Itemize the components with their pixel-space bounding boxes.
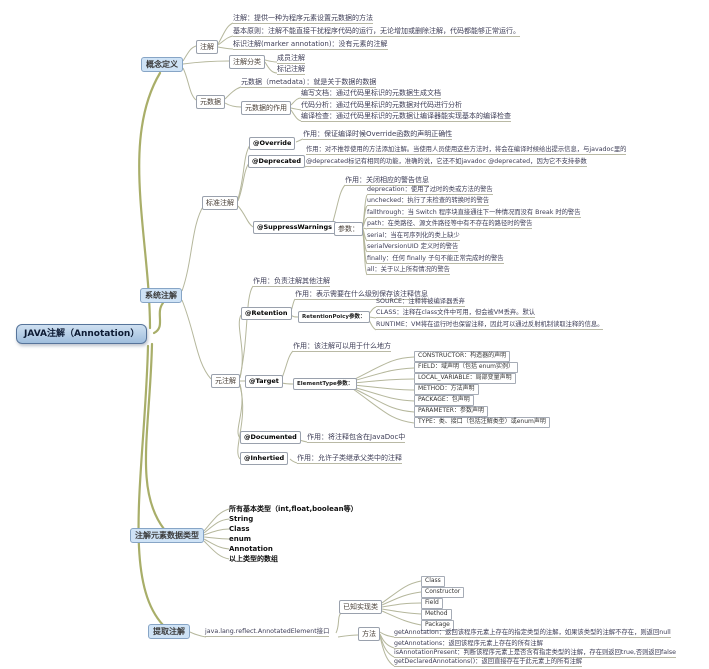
leaf-method-getdeclaredannotations[interactable]: getDeclaredAnnotations()：返回直接存在于此元素上的所有注… [394,658,583,668]
leaf-elementtype-localvariable[interactable]: LOCAL_VARIABLE：局部变量声明 [414,373,516,384]
topic-extract[interactable]: 提取注解 [148,624,190,640]
leaf-param-finally[interactable]: finally：任何 finally 子句不能正常完成时的警告 [367,255,504,265]
leaf-impl-class[interactable]: Class [421,576,445,587]
node-inherited[interactable]: @Inhertied [240,452,289,466]
leaf-elementtype-package[interactable]: PACKAGE：包声明 [414,395,474,406]
leaf-metadata-definition[interactable]: 元数据（metadata）：就是关于数据的数据 [241,78,377,88]
node-suppresswarnings[interactable]: @SuppressWarnings [253,221,337,235]
node-annotation-classify[interactable]: 注解分类 [229,55,265,70]
leaf-annotation-principle[interactable]: 基本原则：注解不能直接干扰程序代码的运行，无论增加或删除注解，代码都能够正常运行… [233,27,520,37]
node-metadata-usage[interactable]: 元数据的作用 [241,101,291,116]
leaf-usage-doc[interactable]: 编写文档：通过代码里标识的元数据生成文档 [301,89,441,99]
node-metadata[interactable]: 元数据 [196,95,225,110]
node-meta-annotation[interactable]: 元注解 [211,374,240,389]
leaf-retention-desc[interactable]: 作用：表示需要在什么级别保存该注释信息 [295,290,428,300]
leaf-param-unchecked[interactable]: unchecked：执行了未检查的转换时的警告 [367,197,490,207]
leaf-method-getannotations[interactable]: getAnnotations：返回该程序元素上存在的所有注解 [394,640,543,650]
leaf-documented-desc[interactable]: 作用：将注释包含在JavaDoc中 [307,433,406,443]
leaf-param-serial[interactable]: serial：当在可序列化的类上缺少 [367,232,460,242]
leaf-impl-constructor[interactable]: Constructor [421,587,465,598]
leaf-impl-method[interactable]: Method [421,609,452,620]
node-suppress-params[interactable]: 参数： [334,222,363,237]
topic-datatypes[interactable]: 注解元素数据类型 [130,528,204,544]
leaf-classify-member[interactable]: 成员注解 [277,54,305,64]
leaf-param-serialversionuid[interactable]: serialVersionUID 定义时的警告 [367,243,459,253]
node-target[interactable]: @Target [245,375,283,389]
leaf-annotation-marker[interactable]: 标识注解(marker annotation)：没有元素的注解 [233,40,388,50]
leaf-param-fallthrough[interactable]: fallthrough：当 Switch 程序块直接通往下一种情况而没有 Bre… [367,209,581,219]
leaf-usage-compile[interactable]: 编译检查：通过代码里标识的元数据让编译器能实现基本的编译检查 [301,112,511,122]
leaf-suppress-desc[interactable]: 作用：关闭相应的警告信息 [345,176,429,186]
leaf-override-desc[interactable]: 作用：保证编译时候Override函数的声明正确性 [303,130,453,140]
leaf-datatype-annotation[interactable]: Annotation [229,545,273,553]
leaf-impl-package[interactable]: Package [421,620,454,631]
topic-concept[interactable]: 概念定义 [141,57,183,73]
leaf-method-getannotation[interactable]: getAnnotation：返回该程序元素上存在的指定类型的注解，如果该类型的注… [394,629,671,639]
leaf-datatype-enum[interactable]: enum [229,535,252,543]
leaf-inherited-desc[interactable]: 作用：允许子类继承父类中的注释 [297,454,402,464]
node-known-impls[interactable]: 已知实现类 [339,600,382,615]
leaf-annotatedelement-interface[interactable]: java.lang.reflect.AnnotatedElement接口 [205,628,330,638]
node-deprecated[interactable]: @Deprecated [248,155,305,169]
leaf-impl-field[interactable]: Field [421,598,443,609]
leaf-retention-source[interactable]: SOURCE：注释将被编译器丢弃 [376,298,465,308]
leaf-datatype-class[interactable]: Class [229,525,250,533]
leaf-datatype-primitives[interactable]: 所有基本类型（int,float,boolean等） [229,505,358,513]
leaf-elementtype-type[interactable]: TYPE：类、接口（包括注解类型）或enum声明 [414,417,550,428]
sub-branch-edges [181,22,422,667]
leaf-retention-runtime[interactable]: RUNTIME：VM将在运行时也保留注释，因此可以通过反射机制读取注释的信息。 [376,321,604,331]
node-documented[interactable]: @Documented [240,431,301,445]
node-annotation[interactable]: 注解 [196,40,218,55]
leaf-usage-analyze[interactable]: 代码分析：通过代码里标识的元数据对代码进行分析 [301,101,462,111]
leaf-deprecated-desc-2[interactable]: @deprecated标记有相同的功能，准确的说，它还不如javadoc @de… [306,158,587,168]
leaf-datatype-array[interactable]: 以上类型的数组 [229,555,278,563]
leaf-annotation-definition[interactable]: 注解：提供一种为程序元素设置元数据的方法 [233,14,373,24]
node-standard[interactable]: 标准注解 [202,196,238,211]
topic-system[interactable]: 系统注解 [140,288,182,304]
leaf-classify-marker[interactable]: 标记注解 [277,65,305,75]
root-node[interactable]: JAVA注解（Annotation） [16,324,148,345]
node-override[interactable]: @Override [249,137,296,151]
main-branch-edges [137,71,168,630]
leaf-param-deprecation[interactable]: deprecation：使用了过时的类或方法的警告 [367,186,493,196]
leaf-method-isannotationpresent[interactable]: isAnnotationPresent：判断该程序元素上是否含有指定类型的注解，… [394,649,676,659]
leaf-param-all[interactable]: all：关于以上所有情况的警告 [367,266,450,276]
leaf-deprecated-desc-1[interactable]: 作用：对不推荐使用的方法添加注解。当使用人员使用这些方法时，将会在编译时候给出提… [306,146,627,156]
leaf-datatype-string[interactable]: String [229,515,254,523]
node-retention[interactable]: @Retention [241,307,292,321]
leaf-elementtype-parameter[interactable]: PARAMETER：参数声明 [414,406,488,417]
node-target-params[interactable]: ElementType参数： [293,378,358,391]
leaf-elementtype-field[interactable]: FIELD：域声明（包括 enum实例） [414,362,519,373]
leaf-meta-desc[interactable]: 作用：负责注解其他注解 [253,277,330,287]
leaf-elementtype-constructor[interactable]: CONSTRUCTOR：构造器的声明 [414,351,511,362]
leaf-elementtype-method[interactable]: METHOD：方法声明 [414,384,479,395]
leaf-retention-class[interactable]: CLASS：注释在class文件中可用，但会被VM丢弃。默认 [376,309,536,319]
leaf-target-desc[interactable]: 作用：该注解可以用于什么地方 [293,342,391,352]
node-methods[interactable]: 方法 [358,627,380,642]
node-retention-params[interactable]: RetentionPoicy参数： [298,311,370,324]
leaf-param-path[interactable]: path：在类路径、源文件路径等中有不存在的路径时的警告 [367,220,533,230]
